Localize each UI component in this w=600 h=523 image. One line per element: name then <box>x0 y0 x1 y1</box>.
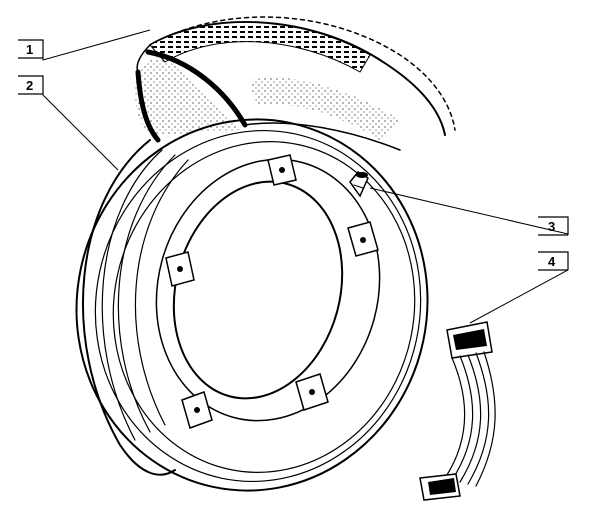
callout-1-label: 1 <box>26 42 33 57</box>
callout-4: 4 <box>538 251 569 271</box>
tire-cutaway-icon <box>134 16 456 151</box>
valve-stem-icon <box>349 171 369 198</box>
leader-lines <box>42 29 569 324</box>
callout-1: 1 <box>18 39 44 59</box>
callout-2: 2 <box>18 75 44 95</box>
rim-flap-strap-icon <box>419 321 496 501</box>
callout-3: 3 <box>538 216 569 236</box>
callout-4-label: 4 <box>548 254 556 269</box>
callout-2-label: 2 <box>26 78 33 93</box>
callout-3-label: 3 <box>548 219 555 234</box>
wheel-rim-icon <box>75 118 429 492</box>
